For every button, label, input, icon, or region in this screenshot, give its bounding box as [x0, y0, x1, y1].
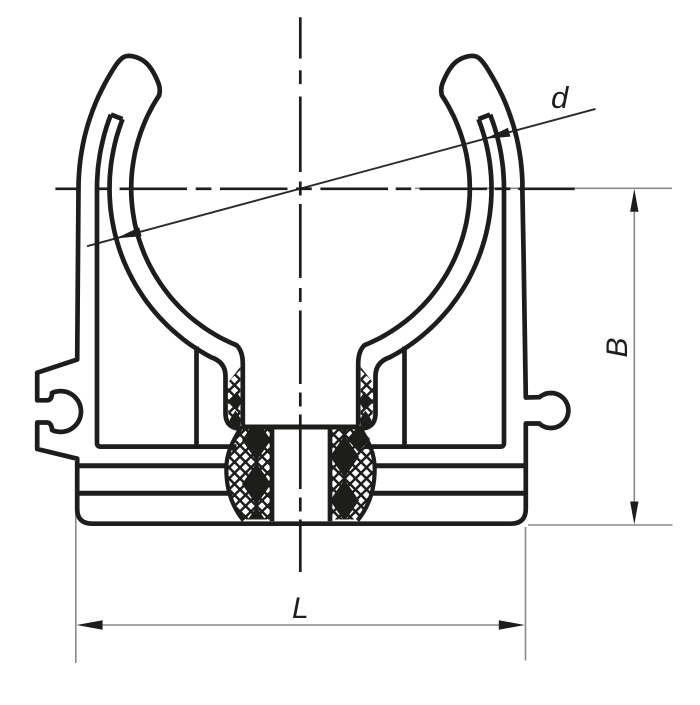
svg-text:L: L — [292, 592, 309, 625]
svg-text:B: B — [601, 337, 634, 357]
svg-text:d: d — [551, 80, 570, 115]
